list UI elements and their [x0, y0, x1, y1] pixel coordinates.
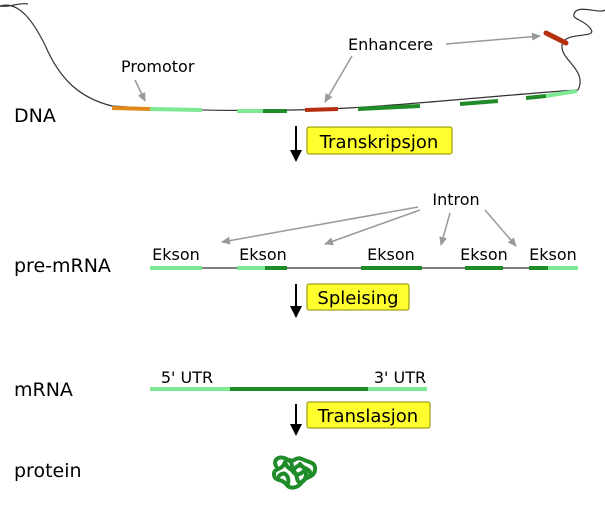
promotor-label: Promotor	[121, 57, 195, 76]
splicing-arrowhead	[290, 306, 302, 318]
dna-exon-1	[149, 107, 203, 112]
enhancere-pointer-left	[324, 55, 353, 103]
translation-arrowhead	[290, 424, 302, 436]
intron-label: Intron	[432, 190, 479, 209]
exon-label-1: Ekson	[152, 245, 200, 264]
exon-label-5: Ekson	[529, 245, 577, 264]
enhancere-pointer-right	[445, 32, 541, 45]
intron-pointer-1	[221, 206, 419, 245]
transcription-box	[306, 126, 453, 155]
exon-label-3: Ekson	[367, 245, 415, 264]
splicing-box	[306, 283, 410, 311]
enhancer-segment-2	[543, 30, 569, 46]
protein-blob-icon	[272, 455, 318, 490]
enhancere-label: Enhancere	[348, 35, 433, 54]
row-label-pre-mrna: pre-mRNA	[14, 255, 111, 277]
dna-strand	[0, 2, 605, 113]
utr3-label: 3' UTR	[374, 368, 426, 387]
promoter-segment	[111, 106, 151, 111]
dna-right-coil	[561, 8, 605, 91]
row-label-dna: DNA	[14, 105, 56, 127]
intron-pointer-4	[484, 209, 517, 247]
dna-exon-5-dark	[525, 94, 547, 100]
intron-pointer-2	[324, 209, 421, 246]
promotor-pointer	[134, 79, 146, 102]
row-label-mrna: mRNA	[14, 379, 73, 401]
translation-label: Translasjon	[317, 406, 418, 427]
splicing-step: Spleising	[290, 283, 410, 318]
transcription-label: Transkripsjon	[319, 132, 439, 153]
splicing-label: Spleising	[317, 288, 398, 309]
dna-left-coil	[0, 2, 29, 8]
transcription-arrowhead	[290, 150, 302, 162]
row-label-protein: protein	[14, 460, 82, 482]
exon-label-2: Ekson	[239, 245, 287, 264]
translation-step: Translasjon	[290, 401, 431, 436]
intron-pointer-3	[439, 212, 451, 246]
dna-backbone	[0, 4, 579, 112]
dna-exon-3	[357, 104, 421, 111]
exon-label-4: Ekson	[460, 245, 508, 264]
dna-exon-5-light	[545, 89, 578, 98]
utr5-label: 5' UTR	[161, 368, 213, 387]
translation-box	[306, 401, 431, 429]
enhancer-segment-1	[304, 107, 339, 112]
transcription-step: Transkripsjon	[290, 126, 453, 162]
dna-exon-4	[459, 99, 499, 106]
